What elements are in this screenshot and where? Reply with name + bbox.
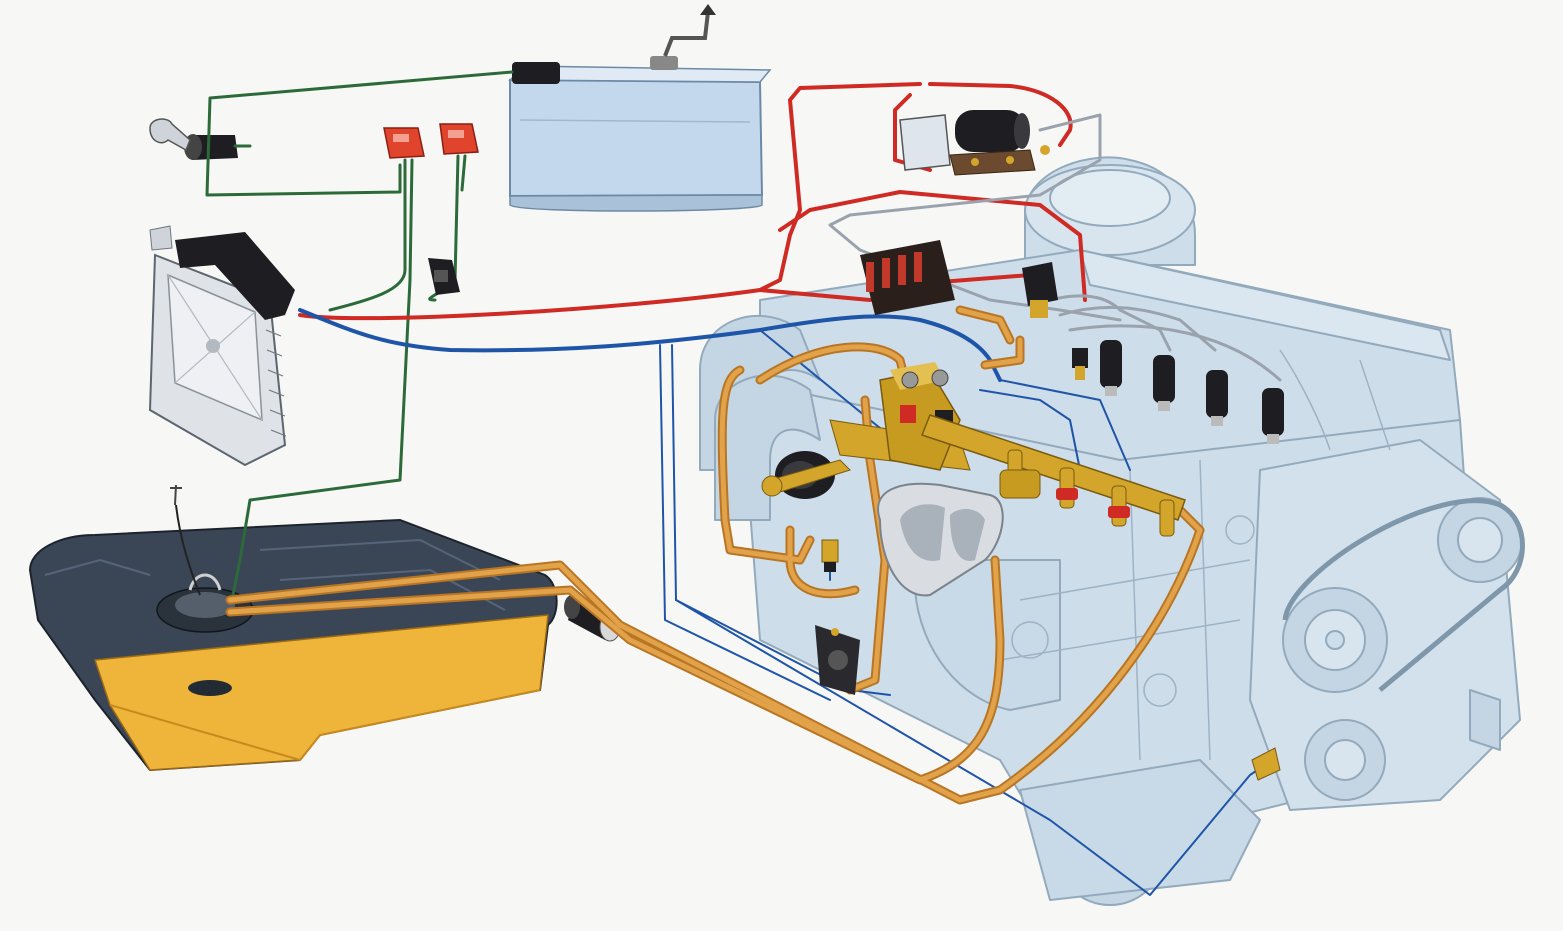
battery-positive-terminal-icon [650, 56, 678, 70]
relay-icon [439, 123, 479, 155]
ground-strap-icon [700, 4, 716, 15]
distributor-icon [860, 240, 955, 315]
sensor-icon [1022, 262, 1058, 318]
ignition-coil-icon [899, 110, 1050, 176]
fuel-injector-icon [1159, 499, 1175, 537]
sensor-icon [815, 625, 860, 695]
sensor-icon [821, 539, 839, 572]
spark-plug-icon [1153, 355, 1175, 411]
pressure-regulator-icon [999, 469, 1041, 499]
ignition-switch [149, 118, 238, 160]
engine-block-icon [699, 156, 1525, 906]
throttle-body-icon [761, 362, 971, 499]
fuel-tank-icon [28, 484, 558, 772]
fuel-line-highlight [227, 307, 1203, 803]
signal-wire [298, 308, 1002, 382]
fuel-injector-icon [1108, 485, 1130, 527]
sensor-icon [1072, 348, 1088, 380]
relay-icon [383, 127, 425, 159]
sensor-icon [428, 258, 460, 295]
ecu-icon [148, 225, 295, 467]
fuel-injector-icon [1056, 467, 1078, 509]
spark-plug-icon [1100, 340, 1122, 396]
flywheel-icon [914, 559, 1061, 711]
ignition-lead [828, 113, 1282, 382]
sensor-icon [1251, 747, 1281, 781]
drive-belt-icon [1282, 498, 1525, 692]
ecu-connector-icon [175, 232, 295, 320]
intake-plenum-icon [877, 482, 1004, 597]
battery-icon [508, 4, 772, 212]
fuel-rail-icon [921, 414, 1186, 537]
spark-plug-icon [1262, 388, 1284, 444]
ignition-key-icon [149, 118, 191, 152]
spark-plug-icon [1206, 370, 1228, 426]
battery-negative-terminal-icon [512, 62, 560, 84]
